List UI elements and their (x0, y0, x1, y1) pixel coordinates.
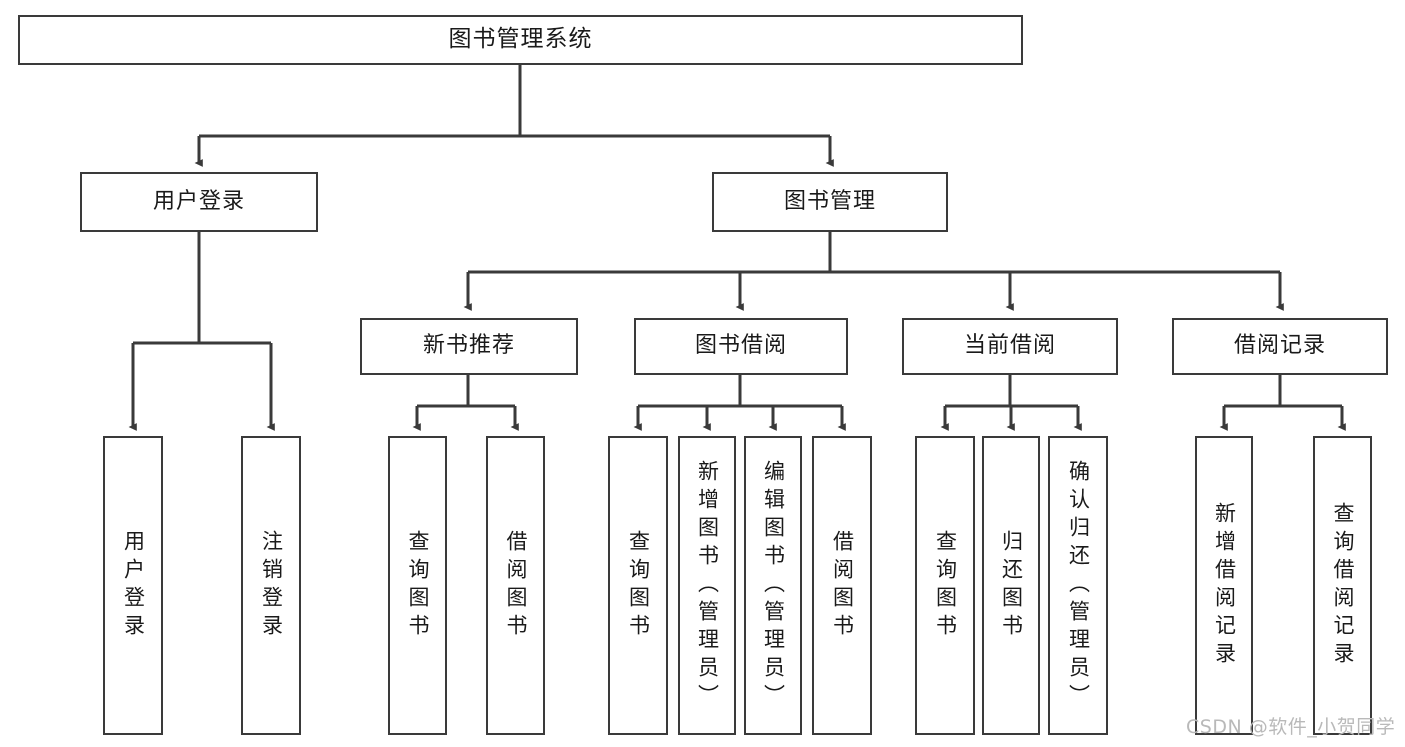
node-new-book-recommend[interactable]: 新书推荐 (360, 318, 578, 375)
leaf-edit-book[interactable]: 编辑图书（管理员） (744, 436, 802, 735)
leaf-add-record[interactable]: 新增借阅记录 (1195, 436, 1253, 735)
node-root-system[interactable]: 图书管理系统 (18, 15, 1023, 65)
node-label: 当前借阅 (963, 333, 1056, 359)
node-label: 借阅图书 (504, 529, 528, 642)
node-user-login[interactable]: 用户登录 (80, 172, 318, 232)
leaf-query-record[interactable]: 查询借阅记录 (1313, 436, 1372, 735)
leaf-borrow-book-1[interactable]: 借阅图书 (486, 436, 545, 735)
node-label: 用户登录 (121, 529, 146, 642)
leaf-add-book[interactable]: 新增图书（管理员） (678, 436, 736, 735)
leaf-user-login[interactable]: 用户登录 (103, 436, 163, 735)
node-label: 查询图书 (626, 529, 651, 642)
node-label: 查询借阅记录 (1331, 501, 1355, 670)
node-book-borrow[interactable]: 图书借阅 (634, 318, 848, 375)
node-label: 新增图书（管理员） (695, 459, 720, 712)
node-current-borrow[interactable]: 当前借阅 (902, 318, 1118, 375)
node-book-manage[interactable]: 图书管理 (712, 172, 948, 232)
node-label: 借阅记录 (1233, 333, 1326, 359)
leaf-confirm-return[interactable]: 确认归还（管理员） (1048, 436, 1108, 735)
node-label: 新增借阅记录 (1212, 501, 1237, 670)
leaf-query-book-1[interactable]: 查询图书 (388, 436, 447, 735)
node-label: 归还图书 (999, 529, 1024, 642)
node-label: 编辑图书（管理员） (761, 459, 786, 712)
node-label: 查询图书 (933, 529, 958, 642)
node-borrow-record[interactable]: 借阅记录 (1172, 318, 1388, 375)
node-label: 图书管理 (783, 188, 876, 214)
node-label: 新书推荐 (422, 333, 515, 359)
leaf-query-book-2[interactable]: 查询图书 (608, 436, 668, 735)
leaf-borrow-book-2[interactable]: 借阅图书 (812, 436, 872, 735)
node-label: 确认归还（管理员） (1066, 459, 1091, 712)
node-label: 图书管理系统 (448, 26, 593, 53)
node-label: 用户登录 (152, 188, 245, 214)
node-label: 注销登录 (259, 529, 284, 642)
node-label: 借阅图书 (830, 529, 855, 642)
leaf-user-logout[interactable]: 注销登录 (241, 436, 301, 735)
node-label: 图书借阅 (694, 333, 787, 359)
leaf-return-book[interactable]: 归还图书 (982, 436, 1040, 735)
node-label: 查询图书 (406, 529, 430, 642)
leaf-query-book-3[interactable]: 查询图书 (915, 436, 975, 735)
csdn-watermark: CSDN @软件_小贺同学 (1186, 716, 1396, 738)
